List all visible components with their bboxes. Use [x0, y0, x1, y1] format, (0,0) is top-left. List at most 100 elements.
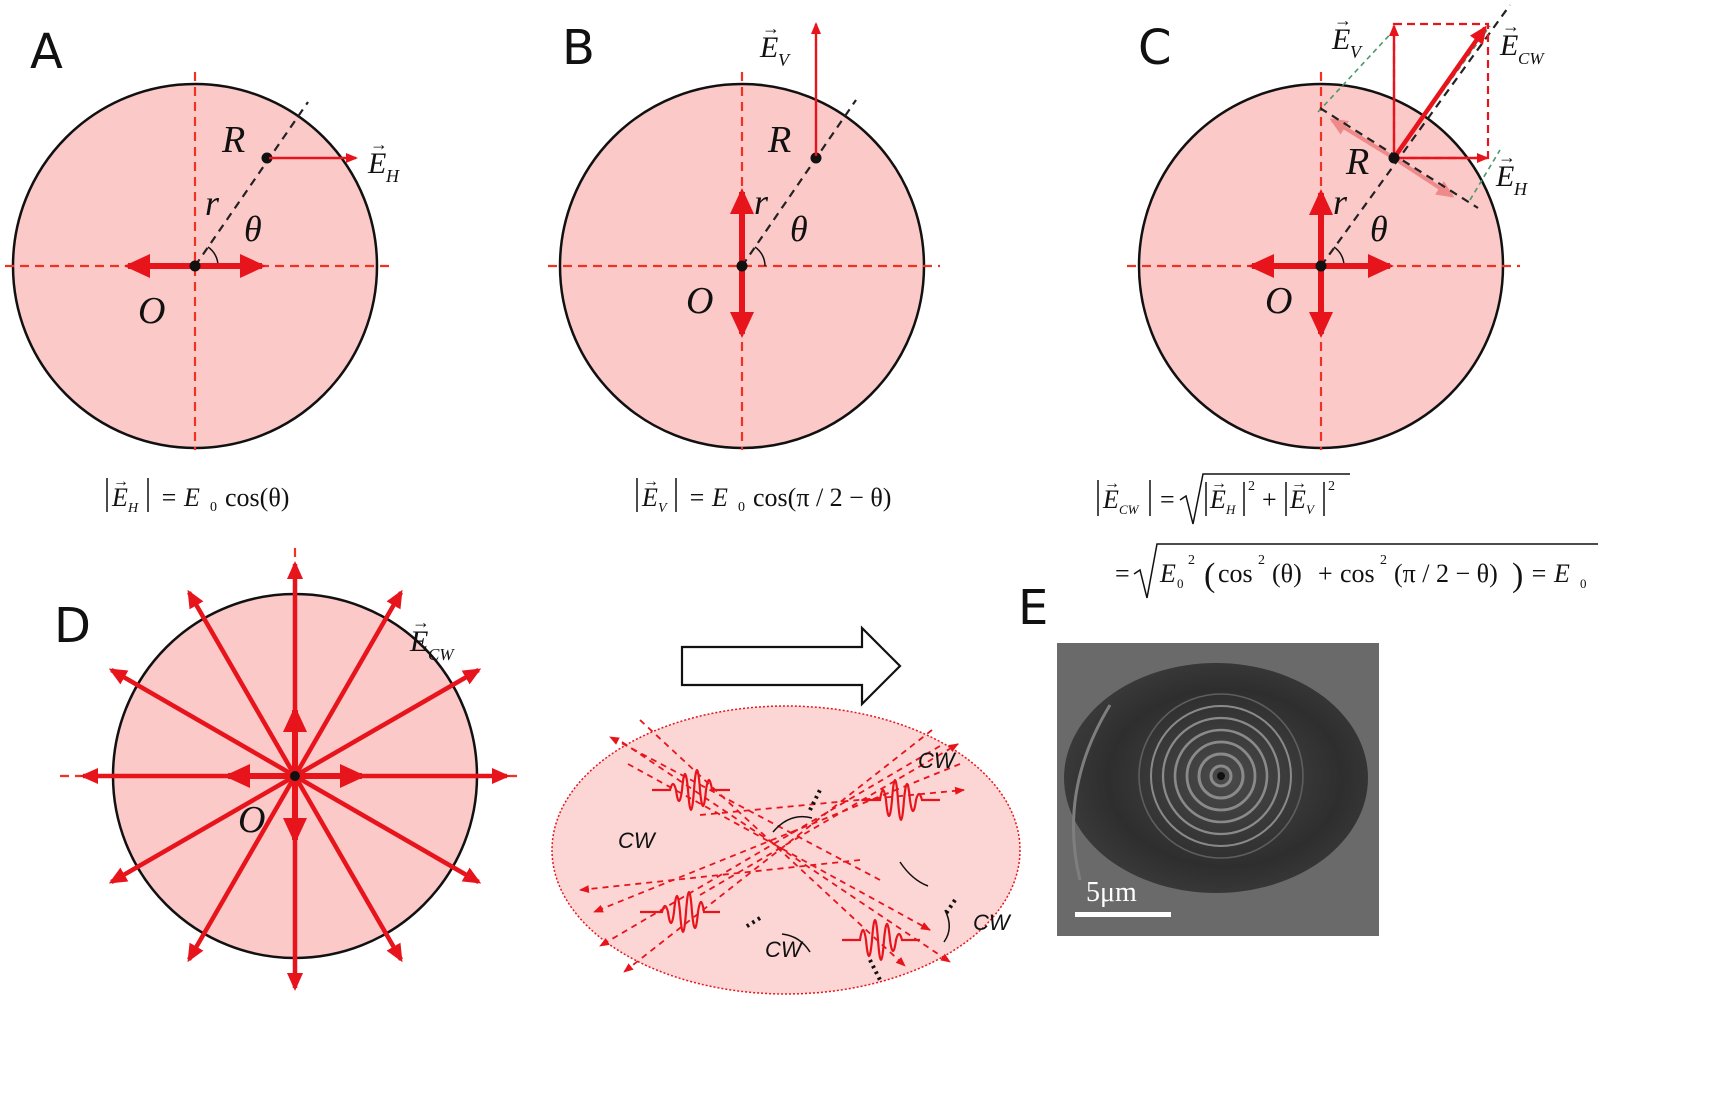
micrograph-crater: [1064, 663, 1368, 893]
svg-text:E: E: [641, 483, 658, 512]
panel-c-origin-point: [1315, 260, 1327, 272]
panel-c-ecw-label: E CW →: [1499, 16, 1545, 68]
svg-text:=: =: [1160, 485, 1175, 514]
svg-text:V: V: [778, 50, 791, 70]
panel-b-equation: E V → = E 0 cos(π / 2 − θ): [636, 473, 891, 516]
svg-text:2: 2: [1380, 553, 1387, 568]
vector-arrow-icon: →: [762, 18, 780, 38]
wave-label-cw-1: CW: [618, 828, 657, 853]
panel-c-ecw-vector: [1392, 25, 1487, 160]
panel-b-radial-line: [741, 99, 857, 267]
svg-text:= E: = E: [1530, 559, 1570, 588]
svg-text:E: E: [1159, 559, 1176, 588]
ecw-spoke-arrow: [293, 589, 403, 778]
svg-text:+: +: [1318, 559, 1333, 588]
svg-text:= E: = E: [160, 483, 200, 512]
svg-text:cos(π / 2 − θ): cos(π / 2 − θ): [753, 483, 891, 512]
svg-text:E: E: [367, 147, 386, 180]
vector-arrow-icon: →: [113, 473, 129, 490]
panel-a-point-r: [261, 152, 273, 164]
panel-c-eh-label: E H →: [1495, 147, 1528, 199]
svg-text:E: E: [111, 483, 128, 512]
vector-arrow-icon: →: [1291, 475, 1307, 492]
svg-text:cos: cos: [1340, 559, 1375, 588]
svg-text:E: E: [759, 31, 778, 64]
panel-b-origin-point: [736, 260, 748, 272]
svg-text:CW: CW: [1518, 49, 1545, 68]
svg-text:V: V: [1350, 42, 1363, 62]
svg-text:H: H: [1225, 502, 1236, 517]
panel-c-point-r: [1388, 152, 1400, 164]
panel-c-guide-line-v: [1317, 27, 1397, 113]
vector-arrow-icon: →: [1502, 16, 1520, 36]
ecw-spoke-arrow: [108, 668, 297, 778]
svg-text:E: E: [409, 625, 428, 658]
panel-d-origin-point: [290, 771, 300, 781]
micrograph-edge-ripple: [1071, 704, 1112, 881]
svg-text:(π / 2 − θ): (π / 2 − θ): [1394, 559, 1498, 588]
panel-b-point-r: [810, 152, 822, 164]
svg-text:=: =: [1115, 559, 1130, 588]
svg-text:2: 2: [1188, 553, 1195, 568]
panel-a-eh-label: E H →: [367, 134, 400, 186]
svg-text:+: +: [1262, 485, 1277, 514]
vector-arrow-icon: →: [1211, 475, 1227, 492]
vector-arrow-icon: →: [1334, 10, 1352, 30]
panel-e-label: E: [1018, 580, 1048, 636]
panel-c-tangent-arrow-forward: [1392, 156, 1455, 198]
svg-text:2: 2: [1258, 553, 1265, 568]
paren-open-icon: (: [1204, 557, 1215, 594]
vector-arrow-icon: →: [370, 134, 388, 154]
svg-text:V: V: [658, 501, 668, 516]
ecw-spoke-arrow: [293, 668, 482, 778]
ecw-spoke-arrow: [293, 774, 482, 884]
svg-text:E: E: [1289, 485, 1306, 514]
svg-text:E: E: [1102, 485, 1119, 514]
sqrt-sign-icon: [1179, 473, 1350, 525]
panel-b: B R r θ O E V → E V → = E 0 cos(π / 2 − …: [548, 18, 940, 516]
panel-a-radial-line: [194, 101, 309, 267]
svg-text:2: 2: [1328, 479, 1335, 494]
panel-e: E 5μm: [1018, 580, 1379, 936]
schematic-rotation-arrows: [772, 815, 950, 953]
panel-c: C R r θ O E V → E CW →: [1097, 4, 1598, 599]
svg-text:E: E: [1495, 160, 1514, 193]
svg-text:H: H: [127, 501, 139, 516]
ecw-spoke-arrow: [108, 774, 297, 884]
svg-text:CW: CW: [428, 645, 455, 664]
panel-a: A R r θ O E H → E H → = E 0 cos(θ): [5, 24, 400, 516]
panel-a-r-label: R: [221, 119, 245, 161]
micrograph-center-hole: [1217, 772, 1225, 780]
panel-c-equation-line1: E CW → = E H → 2 + E V → 2: [1097, 473, 1350, 525]
paren-close-icon: ): [1512, 557, 1523, 594]
panel-c-tangent-arrow-back: [1329, 118, 1396, 160]
svg-text:H: H: [1513, 179, 1528, 199]
panel-a-equation: E H → = E 0 cos(θ): [106, 473, 289, 516]
wave-label-cw-2: CW: [918, 748, 957, 773]
vector-arrow-icon: →: [1498, 147, 1516, 167]
right-arrow-outline-icon: [680, 625, 902, 707]
sqrt-sign-icon: [1133, 543, 1598, 599]
panel-b-r-radius-label: r: [754, 182, 769, 222]
panel-d-ecw-label: E CW →: [409, 612, 455, 664]
scale-bar-label: 5μm: [1086, 877, 1137, 908]
svg-text:0: 0: [1177, 576, 1184, 591]
ecw-spoke-arrow: [187, 774, 297, 963]
svg-text:cos: cos: [1218, 559, 1253, 588]
panel-a-origin-point: [189, 260, 201, 272]
panel-c-o-label: O: [1265, 280, 1292, 322]
wave-label-cw-3: CW: [765, 937, 804, 962]
svg-text:H: H: [385, 166, 400, 186]
panel-e-schematic: CW CW CW CW: [551, 705, 1021, 995]
ecw-spoke-arrow: [293, 774, 403, 963]
panel-c-equation-line2: = E 0 2 ( cos 2 (θ) + cos 2 (π / 2 − θ) …: [1115, 543, 1598, 599]
panel-c-label: C: [1138, 20, 1172, 76]
panel-c-radial-line: [1320, 4, 1511, 267]
panel-c-guide-line-h: [1469, 149, 1501, 201]
svg-text:E: E: [1499, 29, 1518, 62]
svg-text:2: 2: [1248, 479, 1255, 494]
vector-arrow-icon: →: [1104, 475, 1120, 492]
panel-c-ev-label: E V →: [1331, 10, 1363, 62]
svg-text:0: 0: [1580, 576, 1587, 591]
